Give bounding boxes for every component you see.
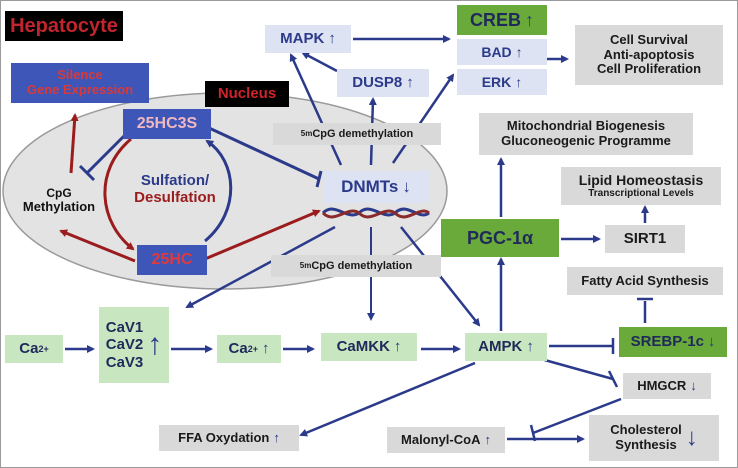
malonyl-coa-box: Malonyl-CoA↑	[387, 427, 505, 453]
ampk-box: AMPK↑	[465, 333, 547, 361]
arrow-sulfation-down	[103, 137, 135, 251]
down-arrow-icon: ↓	[690, 377, 697, 393]
hc3s-box: 25HC3S	[123, 109, 211, 139]
up-arrow-icon: ↑	[525, 9, 534, 30]
creb-box: CREB↑	[457, 5, 547, 35]
dusp8-box: DUSP8↑	[337, 69, 429, 97]
bad-box: BAD↑	[457, 39, 547, 65]
arrow-25hc-to-cpg	[59, 229, 136, 263]
down-arrow-icon: ↓	[685, 424, 698, 452]
arrow-ampk-to-ffa	[299, 361, 476, 437]
arrow-dnmts-to-creb	[391, 73, 455, 164]
up-arrow-icon: ↑	[261, 340, 270, 358]
arrow-dnmts-to-mapk	[289, 53, 343, 166]
hc-box: 25HC	[137, 245, 207, 275]
down-arrow-icon: ↓	[402, 177, 411, 197]
ffa-oxydation-box: FFA Oxydation↑	[159, 425, 299, 451]
up-arrow-icon: ↑	[147, 328, 163, 361]
inhibit-25hc3s-to-dnmts	[206, 125, 320, 181]
inhibit-ampk-to-hmgcr	[540, 357, 614, 381]
sulfation-label: Sulfation/ Desulfation	[134, 171, 216, 206]
inhibit-25hc3s-to-cpg	[85, 133, 127, 175]
up-arrow-icon: ↑	[515, 73, 523, 90]
pgc1a-box: PGC-1α	[441, 219, 559, 257]
camkk-box: CaMKK↑	[321, 333, 417, 361]
up-arrow-icon: ↑	[406, 74, 414, 92]
hmgcr-box: HMGCR↓	[623, 373, 711, 399]
nucleus-label: Nucleus	[205, 81, 289, 107]
cell-survival-box: Cell Survival Anti-apoptosis Cell Prolif…	[575, 25, 723, 85]
up-arrow-icon: ↑	[515, 43, 523, 60]
down-arrow-icon: ↓	[707, 333, 716, 351]
erk-box: ERK↑	[457, 69, 547, 95]
up-arrow-icon: ↑	[526, 338, 534, 356]
mapk-box: MAPK↑	[265, 25, 351, 53]
dna-helix-icon	[321, 207, 430, 219]
fatty-acid-box: Fatty Acid Synthesis	[567, 267, 723, 295]
up-arrow-icon: ↑	[484, 431, 491, 447]
arrow-25hc-to-dnmts	[204, 209, 321, 261]
sirt1-box: SIRT1	[605, 225, 685, 253]
arrow-dnmts-to-cav	[185, 225, 336, 309]
up-arrow-icon: ↑	[273, 429, 280, 445]
up-arrow-icon: ↑	[393, 338, 402, 356]
dnmts-box: DNMTs↓	[323, 171, 429, 203]
up-arrow-icon: ↑	[328, 30, 336, 48]
inhibit-hmgcr-to-malonyl	[532, 397, 622, 435]
arrow-sulfation-up	[204, 139, 233, 243]
arrow-cpg-to-silence	[69, 113, 79, 174]
srebp-box: SREBP-1c↓	[619, 327, 727, 357]
hepatocyte-title: Hepatocyte	[5, 11, 123, 41]
arrow-dusp8-to-mapk	[301, 51, 338, 73]
